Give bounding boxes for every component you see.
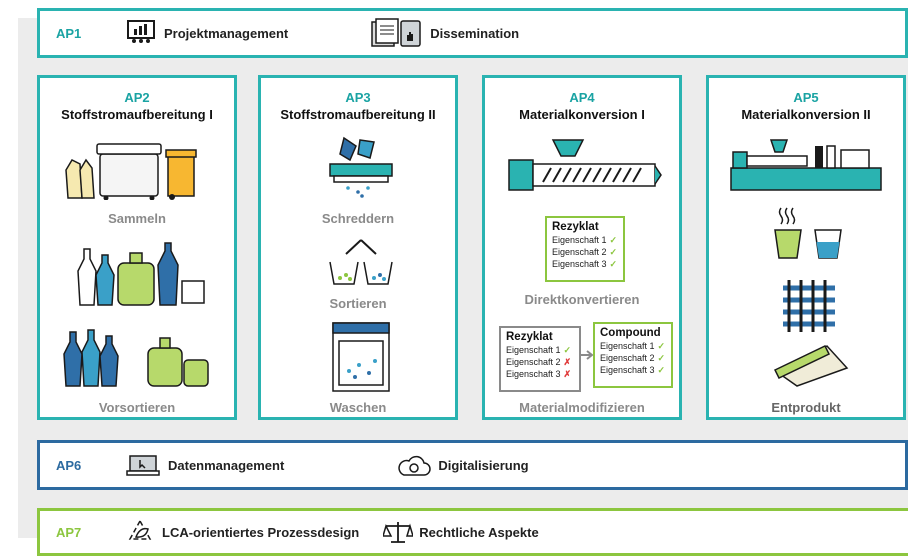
film-roll-icon bbox=[767, 342, 853, 388]
ap5-code: AP5 bbox=[793, 90, 819, 105]
ap2-title: Stoffstromaufbereitung I bbox=[61, 107, 213, 122]
arrow-right-icon bbox=[581, 349, 595, 361]
presentation-icon bbox=[126, 20, 156, 46]
projektmanagement-label: Projektmanagement bbox=[164, 25, 289, 41]
lca-label: LCA-orientiertes Prozessdesign bbox=[162, 524, 360, 540]
sorting-icon bbox=[326, 238, 396, 288]
step-vorsortieren: Vorsortieren bbox=[98, 400, 176, 415]
property-row: Eigenschaft 1✓ bbox=[600, 341, 666, 351]
waste-bins-icon bbox=[62, 140, 212, 200]
ap2-column: AP2 Stoffstromaufbereitung I Sammeln bbox=[37, 75, 237, 420]
cups-icon bbox=[771, 206, 847, 260]
ap1-code: AP1 bbox=[56, 25, 82, 41]
extruder-icon bbox=[507, 138, 663, 196]
ap1-band: AP1 Projektmanagement Dissemination bbox=[37, 8, 908, 58]
laptop-icon bbox=[126, 454, 160, 476]
step-direktkonvertieren: Direktkonvertieren bbox=[524, 292, 640, 307]
ap5-title: Materialkonversion II bbox=[741, 107, 871, 122]
property-row: Eigenschaft 2✗ bbox=[506, 357, 572, 367]
property-row: Eigenschaft 3✓ bbox=[600, 365, 666, 375]
ap7-band: AP7 LCA-orientiertes Prozessdesign Recht… bbox=[37, 508, 908, 556]
card-title: Compound bbox=[600, 327, 661, 339]
rezyklat-card-modified: Rezyklat Eigenschaft 1✓ Eigenschaft 2✗ E… bbox=[499, 326, 581, 392]
ap5-column: AP5 Materialkonversion II Entprodu bbox=[706, 75, 906, 420]
ap3-title: Stoffstromaufbereitung II bbox=[280, 107, 436, 122]
recycle-leaf-icon bbox=[126, 519, 154, 545]
rezyklat-card-direct: Rezyklat Eigenschaft 1✓ Eigenschaft 2✓ E… bbox=[545, 216, 625, 282]
ap3-code: AP3 bbox=[345, 90, 371, 105]
shredder-icon bbox=[326, 136, 396, 198]
ap4-title: Materialkonversion I bbox=[519, 107, 645, 122]
injection-molding-icon bbox=[729, 138, 889, 194]
step-materialmodifizieren: Materialmodifizieren bbox=[519, 400, 645, 415]
step-sortieren: Sortieren bbox=[329, 296, 387, 311]
property-row: Eigenschaft 1✓ bbox=[506, 345, 572, 355]
dissemination-label: Dissemination bbox=[430, 25, 520, 41]
bottles-icon bbox=[70, 241, 210, 307]
property-row: Eigenschaft 3✓ bbox=[552, 259, 618, 269]
washing-machine-icon bbox=[331, 321, 391, 393]
step-waschen: Waschen bbox=[329, 400, 387, 415]
documents-touch-icon bbox=[370, 18, 424, 48]
ap2-code: AP2 bbox=[124, 90, 150, 105]
property-row: Eigenschaft 1✓ bbox=[552, 235, 618, 245]
datenmanagement-label: Datenmanagement bbox=[168, 457, 285, 473]
ap4-column: AP4 Materialkonversion I Rezyklat Eigens… bbox=[482, 75, 682, 420]
card-title: Rezyklat bbox=[552, 221, 599, 233]
property-row: Eigenschaft 2✓ bbox=[600, 353, 666, 363]
cloud-sync-icon bbox=[396, 453, 432, 477]
step-sammeln: Sammeln bbox=[108, 211, 166, 226]
sorted-bottles-icon bbox=[62, 326, 212, 388]
ap4-code: AP4 bbox=[569, 90, 595, 105]
scales-icon bbox=[383, 520, 414, 544]
ap3-column: AP3 Stoffstromaufbereitung II Schreddern… bbox=[258, 75, 458, 420]
step-entprodukt: Entprodukt bbox=[771, 400, 841, 415]
ap6-code: AP6 bbox=[56, 457, 82, 473]
ap6-band: AP6 Datenmanagement Digitalisierung bbox=[37, 440, 908, 490]
digitalisierung-label: Digitalisierung bbox=[438, 457, 529, 473]
ap7-code: AP7 bbox=[56, 524, 82, 540]
property-row: Eigenschaft 3✗ bbox=[506, 369, 572, 379]
compound-card: Compound Eigenschaft 1✓ Eigenschaft 2✓ E… bbox=[593, 322, 673, 388]
step-schreddern: Schreddern bbox=[321, 211, 395, 226]
textile-icon bbox=[779, 278, 839, 334]
card-title: Rezyklat bbox=[506, 331, 553, 343]
property-row: Eigenschaft 2✓ bbox=[552, 247, 618, 257]
rechtliche-aspekte-label: Rechtliche Aspekte bbox=[419, 524, 539, 540]
